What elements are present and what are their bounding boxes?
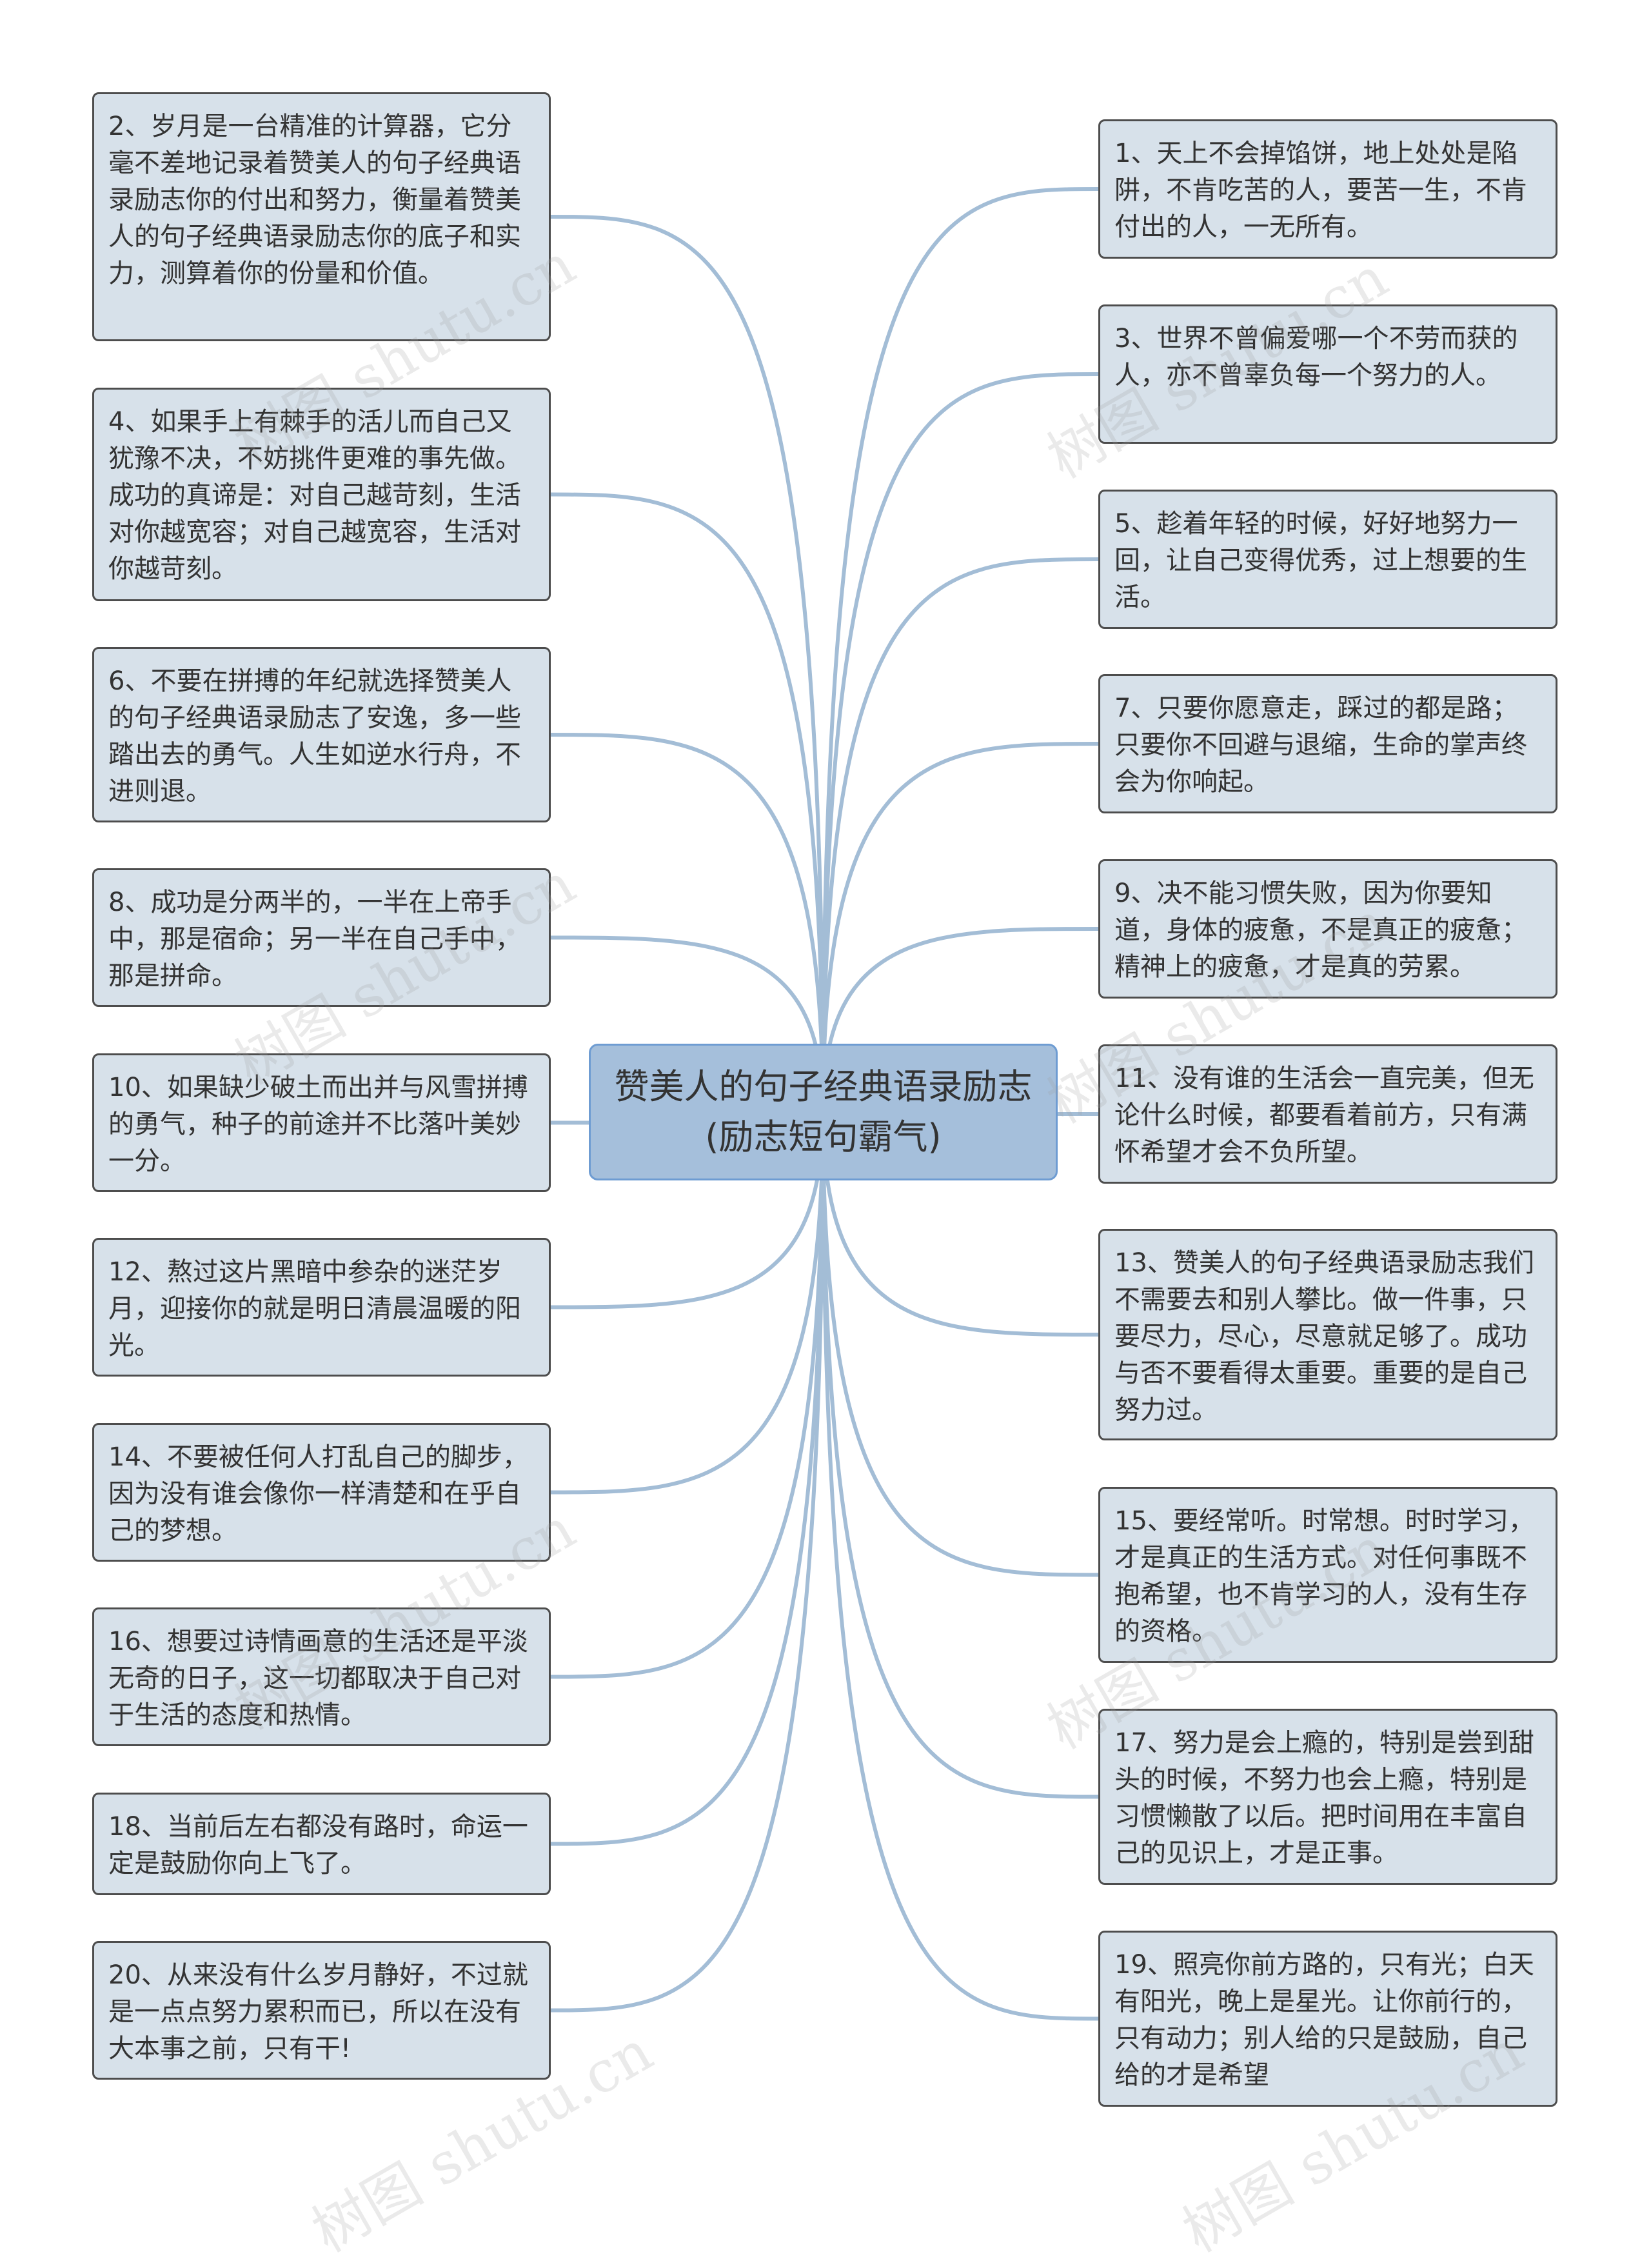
branch-node-20[interactable]: 20、从来没有什么岁月静好，不过就是一点点努力累积而已，所以在没有大本事之前，只… — [92, 1941, 551, 2080]
branch-node-text: 4、如果手上有棘手的活儿而自己又犹豫不决，不妨挑件更难的事先做。成功的真谛是：对… — [108, 407, 521, 584]
connector-line — [821, 1111, 1099, 1337]
branch-node-6[interactable]: 6、不要在拼搏的年纪就选择赞美人的句子经典语录励志了安逸，多一些踏出去的勇气。人… — [92, 647, 551, 822]
branch-node-15[interactable]: 15、要经常听。时常想。时时学习，才是真正的生活方式。对任何事既不抱希望，也不肯… — [1098, 1487, 1557, 1663]
branch-node-18[interactable]: 18、当前后左右都没有路时，命运一定是鼓励你向上飞了。 — [92, 1793, 551, 1895]
branch-node-14[interactable]: 14、不要被任何人打乱自己的脚步，因为没有谁会像你一样清楚和在乎自己的梦想。 — [92, 1423, 551, 1562]
connector-line — [550, 1111, 825, 1679]
connector-line — [821, 1111, 1099, 2021]
connector-line — [550, 492, 825, 1113]
connector-lines — [550, 187, 1099, 2021]
branch-node-19[interactable]: 19、照亮你前方路的，只有光；白天有阳光，晚上是星光。让你前行的，只有动力；别人… — [1098, 1931, 1557, 2107]
branch-node-4[interactable]: 4、如果手上有棘手的活儿而自己又犹豫不决，不妨挑件更难的事先做。成功的真谛是：对… — [92, 388, 551, 601]
mindmap-canvas: 赞美人的句子经典语录励志(励志短句霸气) 2、岁月是一台精准的计算器，它分毫不差… — [92, 92, 1557, 2265]
center-topic-label: 赞美人的句子经典语录励志(励志短句霸气) — [614, 1066, 1033, 1157]
connector-line — [821, 742, 1099, 1113]
branch-node-16[interactable]: 16、想要过诗情画意的生活还是平淡无奇的日子，这一切都取决于自己对于生活的态度和… — [92, 1607, 551, 1746]
connector-line — [550, 1111, 825, 1495]
connector-line — [550, 1111, 825, 2013]
branch-node-text: 5、趁着年轻的时候，好好地努力一回，让自己变得优秀，过上想要的生活。 — [1114, 509, 1527, 612]
branch-node-text: 7、只要你愿意走，踩过的都是路；只要你不回避与退缩，生命的掌声终会为你响起。 — [1114, 693, 1527, 797]
connector-line — [821, 1111, 1099, 1799]
center-topic[interactable]: 赞美人的句子经典语录励志(励志短句霸气) — [589, 1044, 1058, 1180]
branch-node-text: 8、成功是分两半的，一半在上帝手中，那是宿命；另一半在自己手中，那是拼命。 — [108, 888, 521, 991]
branch-node-9[interactable]: 9、决不能习惯失败，因为你要知道，身体的疲惫，不是真正的疲惫；精神上的疲惫，才是… — [1098, 859, 1557, 999]
branch-node-17[interactable]: 17、努力是会上瘾的，特别是尝到甜头的时候，不努力也会上瘾，特别是习惯懒散了以后… — [1098, 1709, 1557, 1885]
connector-line — [821, 1111, 1099, 1577]
branch-node-11[interactable]: 11、没有谁的生活会一直完美，但无论什么时候，都要看着前方，只有满怀希望才会不负… — [1098, 1044, 1557, 1184]
branch-node-text: 16、想要过诗情画意的生活还是平淡无奇的日子，这一切都取决于自己对于生活的态度和… — [108, 1627, 528, 1730]
branch-node-text: 20、从来没有什么岁月静好，不过就是一点点努力累积而已，所以在没有大本事之前，只… — [108, 1960, 528, 2064]
branch-node-text: 2、岁月是一台精准的计算器，它分毫不差地记录着赞美人的句子经典语录励志你的付出和… — [108, 112, 521, 288]
branch-node-text: 17、努力是会上瘾的，特别是尝到甜头的时候，不努力也会上瘾，特别是习惯懒散了以后… — [1114, 1728, 1534, 1868]
branch-node-10[interactable]: 10、如果缺少破土而出并与风雪拼搏的勇气，种子的前途并不比落叶美妙一分。 — [92, 1053, 551, 1192]
branch-node-text: 11、没有谁的生活会一直完美，但无论什么时候，都要看着前方，只有满怀希望才会不负… — [1114, 1064, 1534, 1167]
branch-node-5[interactable]: 5、趁着年轻的时候，好好地努力一回，让自己变得优秀，过上想要的生活。 — [1098, 490, 1557, 629]
connector-line — [550, 733, 825, 1113]
connector-line — [550, 1111, 825, 1309]
branch-node-text: 1、天上不会掉馅饼，地上处处是陷阱，不肯吃苦的人，要苦一生，不肯付出的人，一无所… — [1114, 139, 1527, 242]
connector-line — [821, 372, 1099, 1113]
branch-node-text: 15、要经常听。时常想。时时学习，才是真正的生活方式。对任何事既不抱希望，也不肯… — [1114, 1506, 1534, 1646]
connector-line — [550, 215, 825, 1113]
branch-node-text: 12、熬过这片黑暗中参杂的迷茫岁月，迎接你的就是明日清晨温暖的阳光。 — [108, 1257, 521, 1360]
branch-node-text: 18、当前后左右都没有路时，命运一定是鼓励你向上飞了。 — [108, 1812, 528, 1878]
branch-node-text: 14、不要被任何人打乱自己的脚步，因为没有谁会像你一样清楚和在乎自己的梦想。 — [108, 1442, 528, 1546]
branch-node-text: 9、决不能习惯失败，因为你要知道，身体的疲惫，不是真正的疲惫；精神上的疲惫，才是… — [1114, 879, 1527, 982]
branch-node-1[interactable]: 1、天上不会掉馅饼，地上处处是陷阱，不肯吃苦的人，要苦一生，不肯付出的人，一无所… — [1098, 119, 1557, 259]
branch-node-text: 6、不要在拼搏的年纪就选择赞美人的句子经典语录励志了安逸，多一些踏出去的勇气。人… — [108, 666, 521, 806]
connector-line — [550, 1111, 825, 1846]
connector-line — [821, 557, 1099, 1113]
branch-node-8[interactable]: 8、成功是分两半的，一半在上帝手中，那是宿命；另一半在自己手中，那是拼命。 — [92, 868, 551, 1007]
connector-line — [821, 187, 1099, 1113]
branch-node-text: 3、世界不曾偏爱哪一个不劳而获的人，亦不曾辜负每一个努力的人。 — [1114, 324, 1518, 390]
branch-node-2[interactable]: 2、岁月是一台精准的计算器，它分毫不差地记录着赞美人的句子经典语录励志你的付出和… — [92, 92, 551, 341]
branch-node-7[interactable]: 7、只要你愿意走，踩过的都是路；只要你不回避与退缩，生命的掌声终会为你响起。 — [1098, 674, 1557, 813]
branch-node-12[interactable]: 12、熬过这片黑暗中参杂的迷茫岁月，迎接你的就是明日清晨温暖的阳光。 — [92, 1238, 551, 1377]
branch-node-text: 19、照亮你前方路的，只有光；白天有阳光，晚上是星光。让你前行的，只有动力；别人… — [1114, 1950, 1534, 2090]
branch-node-13[interactable]: 13、赞美人的句子经典语录励志我们不需要去和别人攀比。做一件事，只要尽力，尽心，… — [1098, 1229, 1557, 1440]
branch-node-3[interactable]: 3、世界不曾偏爱哪一个不劳而获的人，亦不曾辜负每一个努力的人。 — [1098, 304, 1557, 444]
branch-node-text: 13、赞美人的句子经典语录励志我们不需要去和别人攀比。做一件事，只要尽力，尽心，… — [1114, 1248, 1534, 1425]
branch-node-text: 10、如果缺少破土而出并与风雪拼搏的勇气，种子的前途并不比落叶美妙一分。 — [108, 1073, 528, 1176]
